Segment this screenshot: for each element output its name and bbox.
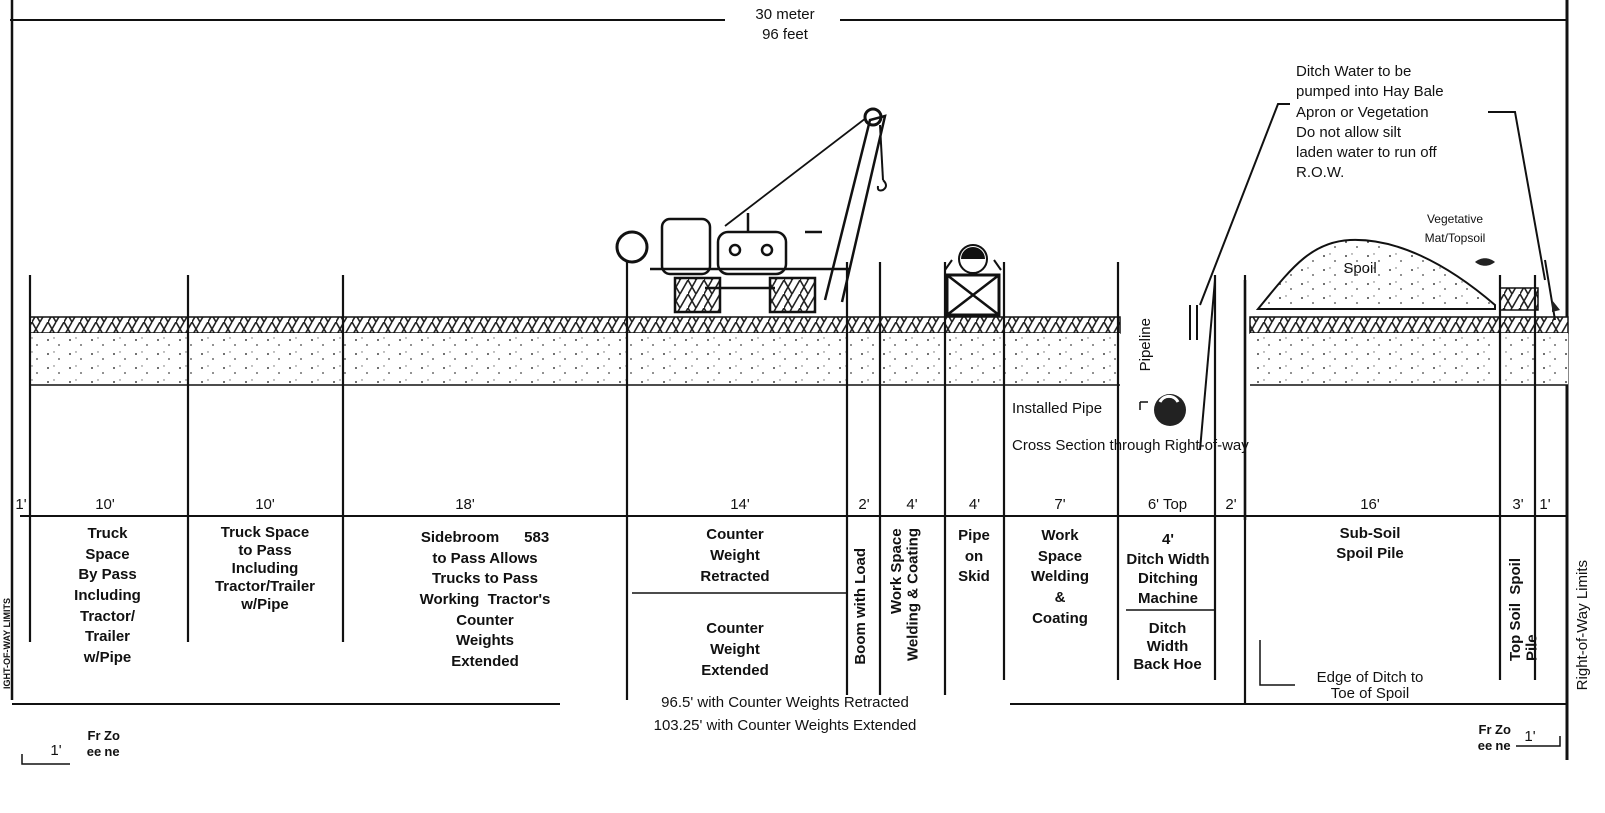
zone-dividers: [28, 262, 1537, 705]
zone-work-space-coating: Work Space Welding & Coating: [888, 528, 922, 662]
dim-work-space-welding: 7': [1054, 496, 1066, 513]
free-zone-right-col2: Zone: [1495, 722, 1511, 753]
ground-surface: [29, 316, 1569, 386]
edge-of-ditch-note: Edge of Ditch to Toe of Spoil: [1316, 669, 1424, 702]
dim-edge-ditch: 2': [1225, 496, 1237, 513]
dim-left-1ft: 1': [15, 496, 27, 513]
section-title: Cross Section through Right-of-way: [1012, 437, 1249, 454]
dim-sideboom: 18': [455, 496, 475, 513]
free-zone-left-dim: 1': [50, 742, 62, 759]
width-imperial-label: 96 feet: [762, 26, 808, 43]
total-extended: 103.25' with Counter Weights Extended: [653, 717, 917, 734]
vegetative-mat-label: Vegetative Mat/Topsoil: [1424, 212, 1486, 246]
dim-boom: 2': [858, 496, 870, 513]
zone-work-space-welding: Work Space Welding & Coating: [1030, 527, 1090, 627]
installed-pipe-graphic: [1139, 394, 1186, 426]
pipeline-label: Pipeline: [1137, 318, 1154, 372]
zone-right-of-way-limits: Right-of-Way Limits: [1574, 560, 1591, 691]
dim-ditch-top: 6' Top: [1147, 496, 1188, 513]
dim-counter-weight: 14': [730, 496, 750, 513]
topsoil-pile: [1475, 258, 1560, 321]
installed-pipe-label: Installed Pipe: [1012, 400, 1103, 417]
dim-topsoil: 3': [1512, 496, 1524, 513]
sideboom-tractor-graphic: [615, 107, 887, 314]
free-zone-right-dim: 1': [1524, 728, 1536, 745]
spoil-pile: [1255, 238, 1496, 310]
total-retracted: 96.5' with Counter Weights Retracted: [661, 694, 909, 711]
note-leaders: [1199, 103, 1546, 306]
dim-truck-bypass: 10': [95, 496, 115, 513]
dim-truck-space: 10': [255, 496, 275, 513]
zone-boom-with-load: Boom with Load: [852, 548, 869, 665]
zone-ditch-width-machine: 4' Ditch Width Ditching Machine: [1126, 531, 1210, 607]
zone-pipe-on-skid: Pipe on Skid: [958, 527, 990, 586]
width-metric-label: 30 meter: [755, 6, 815, 23]
free-zone-right-col1: Free: [1477, 722, 1493, 753]
ditch: [1189, 279, 1247, 520]
zone-topsoil-spoil-pile: Top Soil Spoil Pile: [1507, 558, 1541, 662]
zone-counter-weight-retracted: Counter Weight Retracted: [700, 526, 770, 585]
zone-truck-space: Truck Space to Pass Including Tractor/Tr…: [214, 524, 316, 613]
zone-truck-bypass: Truck Space By Pass Including Tractor/ T…: [74, 525, 141, 667]
dim-right-1ft: 1': [1539, 496, 1551, 513]
zone-sideboom: Sidebroom 583 to Pass Allows Trucks to P…: [419, 529, 551, 671]
dim-work-space-coating: 4': [906, 496, 918, 513]
pipe-on-skid-graphic: [944, 244, 1002, 317]
zone-ditch-width-backhoe: Ditch Width Back Hoe: [1133, 620, 1202, 673]
dim-pipe-skid: 4': [968, 496, 981, 513]
free-zone-left-col1: Free: [86, 728, 102, 759]
zone-subsoil-spoil-pile: Sub-Soil Spoil Pile: [1336, 525, 1404, 562]
free-zone-left-col2: Zone: [104, 728, 120, 759]
zone-counter-weight-extended: Counter Weight Extended: [701, 620, 769, 679]
zone-left-row-limits: IGHT-OF-WAY LIMITS: [2, 598, 12, 690]
spoil-label: Spoil: [1343, 260, 1377, 277]
dim-subsoil: 16': [1360, 496, 1380, 513]
ditch-water-note: Ditch Water to be pumped into Hay Bale A…: [1296, 63, 1444, 182]
dimension-lines: [12, 515, 1568, 765]
